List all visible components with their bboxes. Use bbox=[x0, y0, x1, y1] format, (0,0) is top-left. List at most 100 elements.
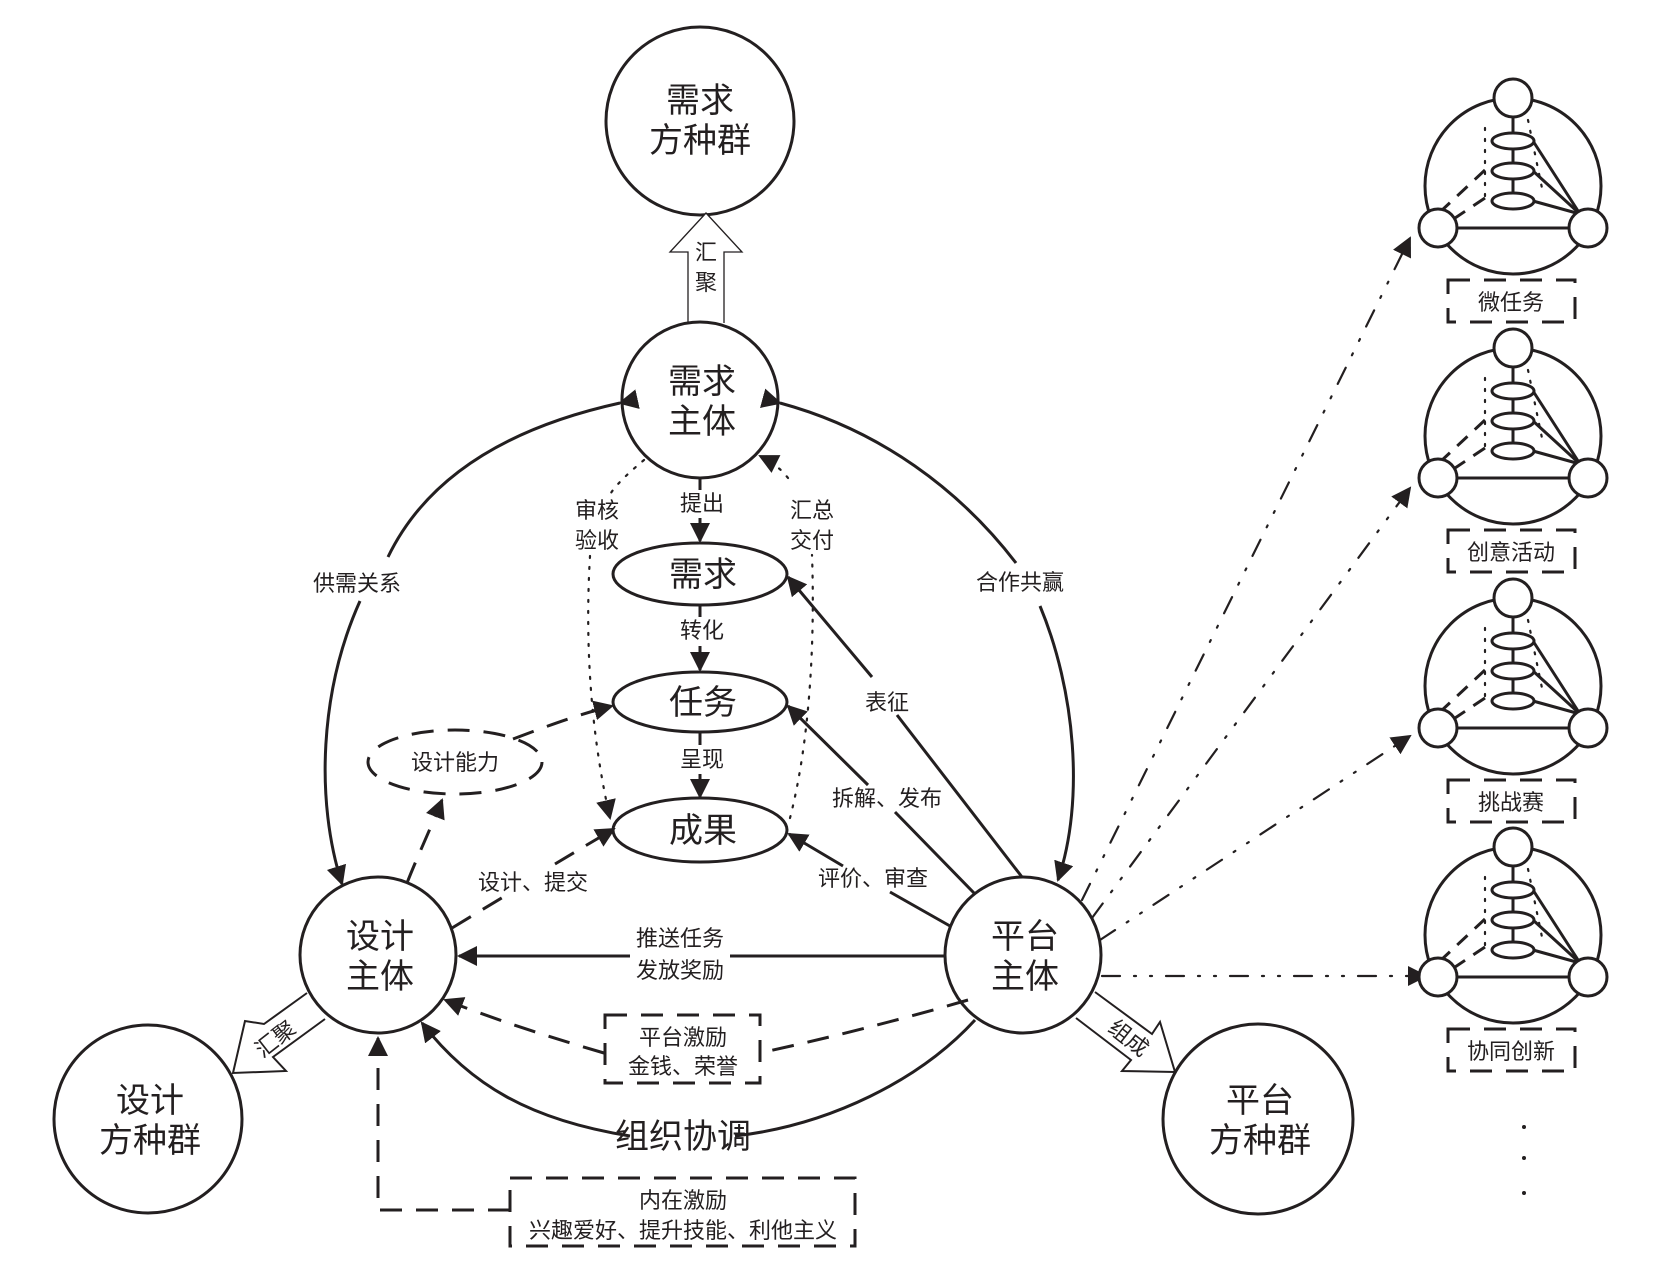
task-type-dashed-link bbox=[1451, 446, 1486, 472]
task-type-link bbox=[1531, 390, 1582, 465]
present-edge: 呈现 bbox=[680, 732, 724, 799]
demand-population-line1: 需求 bbox=[666, 81, 734, 121]
transform-label: 转化 bbox=[680, 619, 724, 644]
task-type-dotted-link bbox=[1526, 118, 1545, 195]
task-type-top-node bbox=[1492, 577, 1534, 619]
result-ellipse: 成果 bbox=[611, 796, 789, 864]
design-submit-edge: 设计、提交 bbox=[451, 827, 616, 930]
design-capability-label: 设计能力 bbox=[411, 751, 499, 776]
task-type-top-node bbox=[1492, 327, 1534, 369]
propose-label: 提出 bbox=[680, 492, 724, 517]
design-subject-line1: 设计 bbox=[346, 917, 414, 957]
task-type-label-box bbox=[1446, 528, 1577, 574]
link-micro-task bbox=[1080, 236, 1412, 902]
capability-to-task-edge bbox=[512, 700, 614, 741]
present-label: 呈现 bbox=[680, 748, 724, 773]
task-type-label: 微任务 bbox=[1478, 291, 1544, 316]
demand-subject-line2: 主体 bbox=[668, 402, 736, 442]
intrinsic-incentive-box bbox=[508, 1176, 857, 1248]
organize-coordinate-label: 组织协调 bbox=[615, 1117, 751, 1157]
task-type-dotted-link bbox=[1526, 618, 1545, 695]
more-indicator bbox=[1522, 1125, 1526, 1195]
task-type-item: 挑战赛 bbox=[1417, 577, 1609, 824]
review-accept-edge: 审核 验收 bbox=[575, 458, 646, 820]
aggregate-arrow-up: 汇 聚 bbox=[668, 212, 744, 323]
platform-subject-line2: 主体 bbox=[991, 957, 1059, 997]
link-creative-activity bbox=[1090, 486, 1412, 920]
link-challenge bbox=[1098, 734, 1412, 942]
task-type-ellipse bbox=[1490, 191, 1536, 211]
task-type-ellipse bbox=[1490, 381, 1536, 401]
design-population-line1: 设计 bbox=[116, 1081, 184, 1121]
aggregate-label-1: 汇 bbox=[695, 241, 717, 266]
task-type-link bbox=[1532, 199, 1581, 216]
task-type-ellipse bbox=[1490, 161, 1536, 181]
push-task-label-2: 发放奖励 bbox=[636, 959, 724, 984]
decompose-publish-edge: 拆解、发布 bbox=[786, 704, 976, 895]
task-type-dashed-link bbox=[1438, 418, 1487, 464]
platform-population-line1: 平台 bbox=[1226, 1081, 1294, 1121]
summarize-deliver-edge: 汇总 交付 bbox=[758, 454, 834, 820]
compose-arrow: 组成 bbox=[1075, 991, 1177, 1074]
summarize-deliver-label-2: 交付 bbox=[790, 529, 834, 554]
task-type-link bbox=[1531, 640, 1582, 715]
task-type-left-node bbox=[1417, 207, 1459, 249]
platform-incentive-title: 平台激励 bbox=[639, 1026, 727, 1051]
organize-coordinate-edge: 组织协调 bbox=[420, 1018, 977, 1157]
task-type-link bbox=[1532, 449, 1581, 466]
represent-edge: 表征 bbox=[786, 575, 1024, 878]
task-type-right-node bbox=[1567, 457, 1609, 499]
represent-label: 表征 bbox=[865, 691, 909, 716]
task-type-link bbox=[1531, 419, 1582, 466]
task-type-item: 协同创新 bbox=[1417, 826, 1609, 1073]
review-accept-label-2: 验收 bbox=[575, 529, 619, 554]
task-type-ellipse bbox=[1490, 661, 1536, 681]
intrinsic-incentive-edge: 内在激励 兴趣爱好、提升技能、利他主义 bbox=[368, 1036, 857, 1248]
platform-subject-node: 平台 主体 bbox=[943, 875, 1103, 1035]
decompose-publish-label: 拆解、发布 bbox=[832, 787, 942, 812]
aggregate-arrow-left: 汇聚 bbox=[231, 992, 326, 1075]
demand-subject-line1: 需求 bbox=[668, 362, 736, 402]
design-capability-ellipse: 设计能力 bbox=[366, 728, 544, 796]
design-submit-label: 设计、提交 bbox=[478, 871, 588, 896]
platform-subject-line1: 平台 bbox=[991, 917, 1059, 957]
demand-population-node: 需求 方种群 bbox=[604, 25, 796, 217]
task-type-link bbox=[1531, 169, 1582, 216]
task-type-item: 微任务 bbox=[1417, 77, 1609, 324]
task-type-label-box bbox=[1446, 778, 1577, 824]
transform-edge: 转化 bbox=[680, 605, 724, 672]
push-task-label-1: 推送任务 bbox=[636, 927, 724, 952]
demand-population-line2: 方种群 bbox=[649, 121, 751, 161]
task-type-link bbox=[1532, 699, 1581, 716]
evaluate-review-edge: 评价、审查 bbox=[787, 832, 951, 928]
task-ellipse: 任务 bbox=[611, 670, 789, 734]
review-accept-label-1: 审核 bbox=[575, 499, 619, 524]
result-label: 成果 bbox=[669, 811, 737, 851]
task-type-link bbox=[1531, 140, 1582, 215]
task-type-label: 协同创新 bbox=[1467, 1040, 1555, 1065]
task-type-ellipse bbox=[1490, 691, 1536, 711]
platform-incentive-box bbox=[603, 1013, 762, 1085]
platform-to-task-types bbox=[1080, 236, 1428, 986]
summarize-deliver-label-1: 汇总 bbox=[790, 499, 834, 524]
platform-incentive-detail: 金钱、荣誉 bbox=[628, 1055, 738, 1080]
task-type-dotted-link bbox=[1526, 867, 1545, 944]
intrinsic-incentive-title: 内在激励 bbox=[639, 1189, 727, 1214]
task-type-link bbox=[1531, 918, 1582, 965]
task-type-ellipse bbox=[1490, 910, 1536, 930]
task-type-ellipse bbox=[1490, 441, 1536, 461]
design-subject-line2: 主体 bbox=[346, 957, 414, 997]
task-type-label-box bbox=[1446, 278, 1577, 324]
platform-population-node: 平台 方种群 bbox=[1161, 1022, 1355, 1216]
demand-ellipse: 需求 bbox=[611, 541, 789, 607]
intrinsic-incentive-detail: 兴趣爱好、提升技能、利他主义 bbox=[529, 1219, 837, 1244]
task-type-dashed-link bbox=[1451, 945, 1486, 971]
task-type-top-node bbox=[1492, 826, 1534, 868]
task-type-left-node bbox=[1417, 457, 1459, 499]
task-type-dashed-link bbox=[1451, 196, 1486, 222]
task-type-top-node bbox=[1492, 77, 1534, 119]
cooperation-win-label: 合作共赢 bbox=[976, 571, 1064, 596]
design-subject-node: 设计 主体 bbox=[298, 875, 458, 1035]
task-type-left-node bbox=[1417, 956, 1459, 998]
